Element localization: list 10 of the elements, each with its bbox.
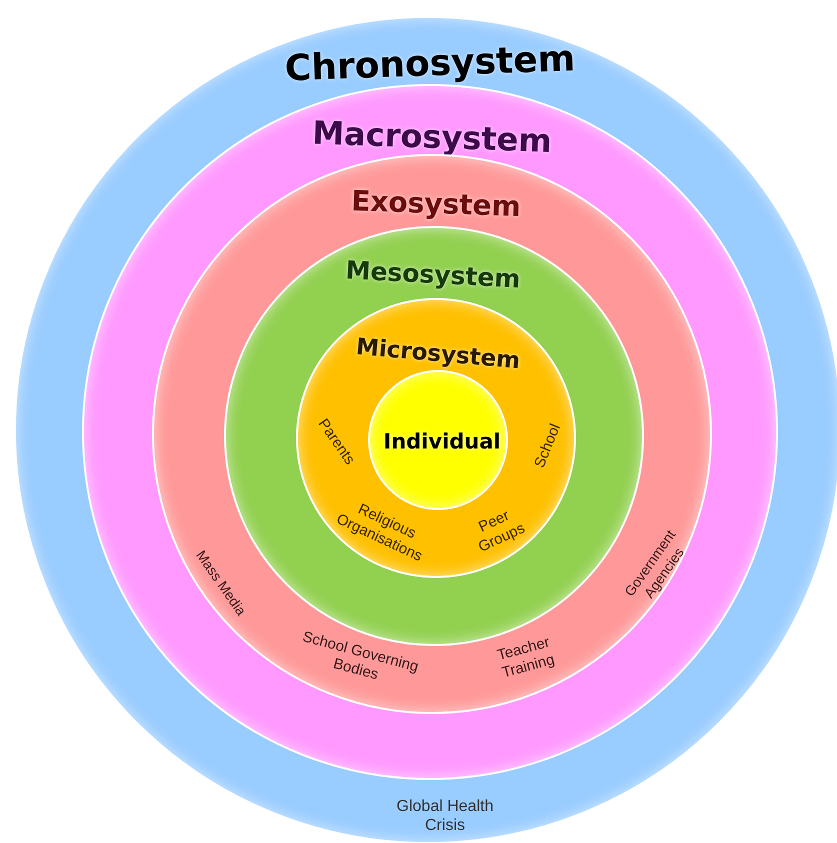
- ring-label: Global Health Crisis: [396, 796, 494, 836]
- ring-title: Macrosystem: [312, 114, 552, 160]
- ring-title: Chronosystem: [284, 37, 576, 91]
- ring-title: Exosystem: [350, 184, 522, 224]
- ring-label: Peer Groups: [474, 506, 528, 558]
- ring-label: School: [530, 420, 565, 472]
- ring-label: Teacher Training: [494, 632, 558, 684]
- ring-title: Individual: [383, 429, 501, 455]
- ring-title: Mesosystem: [344, 255, 522, 295]
- ring-title: Microsystem: [354, 334, 522, 376]
